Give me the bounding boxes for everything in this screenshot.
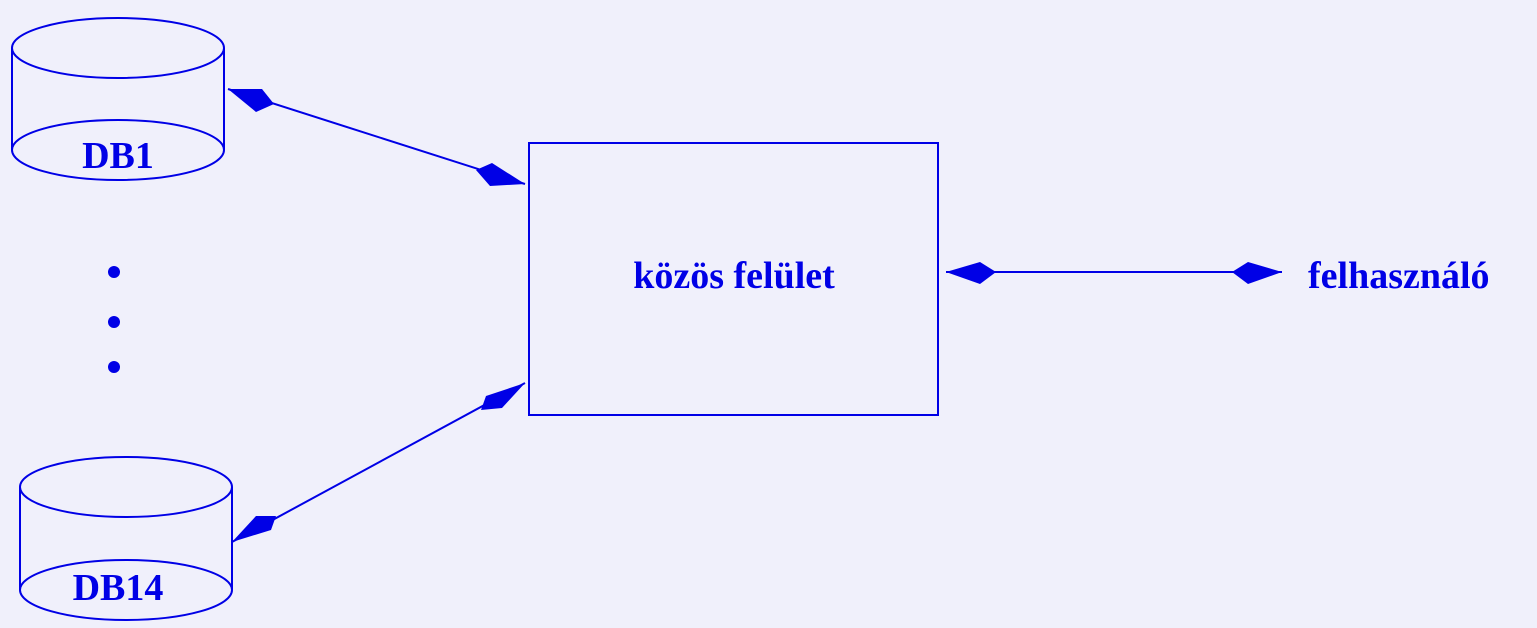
arrowhead-interface-top-end	[476, 163, 525, 186]
db1-label: DB1	[82, 135, 154, 177]
interface-label: közös felület	[633, 255, 835, 297]
database-db1	[11, 17, 225, 181]
vertical-dots-icon	[108, 266, 120, 373]
arrowhead-db1-end	[228, 89, 274, 112]
db14-cylinder-top	[19, 456, 233, 518]
arrowhead-db14-end	[232, 516, 276, 542]
db14-cylinder-body	[19, 487, 233, 621]
database-db14	[19, 456, 233, 621]
arrowhead-user-end	[1232, 262, 1282, 284]
db14-cylinder-band	[19, 559, 233, 591]
arrow-db14-interface	[231, 382, 526, 543]
db14-label: DB14	[73, 567, 164, 609]
db1-cylinder-band	[11, 119, 225, 151]
arrow-interface-user	[946, 262, 1282, 284]
arrowhead-interface-right-end	[946, 262, 996, 284]
user-label: felhasználó	[1308, 255, 1490, 297]
arrow-db1-interface	[227, 88, 526, 186]
db1-cylinder-body	[11, 48, 225, 181]
interface-box	[528, 142, 939, 416]
db1-cylinder-top	[11, 17, 225, 79]
arrowhead-interface-bottom-end	[481, 383, 525, 410]
